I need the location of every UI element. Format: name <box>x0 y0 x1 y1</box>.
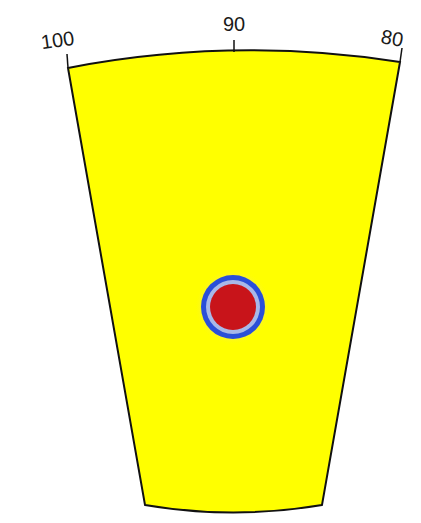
anomaly-halo <box>195 269 271 345</box>
anomaly-ring-inner <box>206 280 260 334</box>
axis-tick-label: 90 <box>223 13 245 36</box>
axis-tick-label: 100 <box>40 27 76 54</box>
anomaly-ring <box>201 275 265 339</box>
tick-mark <box>233 40 235 52</box>
tick-mark <box>67 54 68 68</box>
sector-region <box>68 50 400 512</box>
axis-tick-label: 80 <box>379 25 405 52</box>
anomaly-core <box>210 284 256 330</box>
